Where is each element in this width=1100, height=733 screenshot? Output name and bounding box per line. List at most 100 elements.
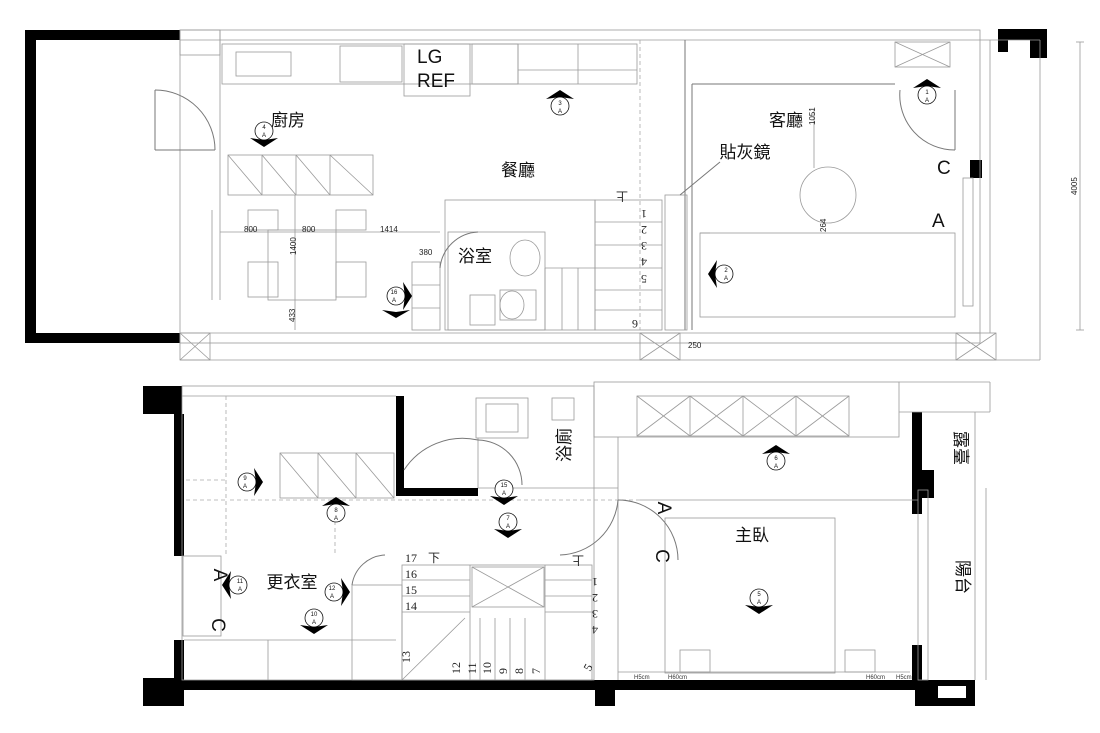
bathroom-label: 浴室 <box>458 247 492 267</box>
svg-text:A: A <box>330 594 334 600</box>
elevation-marker: 6 A <box>762 445 790 471</box>
stair-step: 2 <box>592 591 598 605</box>
svg-text:6: 6 <box>774 456 778 462</box>
svg-text:1: 1 <box>925 90 929 96</box>
section-letter-a: A <box>653 502 674 515</box>
upper-left-wall <box>25 30 180 343</box>
stair-step: 3 <box>592 607 598 621</box>
stair-step: 4 <box>641 255 647 269</box>
upper-right-wall-stub <box>970 160 982 178</box>
dining-label: 餐廳 <box>501 161 535 181</box>
dim-1051: 1051 <box>808 107 817 125</box>
svg-text:4: 4 <box>262 125 266 131</box>
svg-text:A: A <box>392 298 396 304</box>
svg-text:A: A <box>312 620 316 626</box>
svg-text:3: 3 <box>558 101 562 107</box>
stair-step: 15 <box>405 583 417 597</box>
stair-step: 16 <box>405 567 417 581</box>
stair-step: 9 <box>496 668 510 674</box>
elevation-marker: 3 A <box>546 90 574 116</box>
stair-step: 13 <box>399 651 413 663</box>
svg-text:A: A <box>502 491 506 497</box>
svg-text:A: A <box>757 600 761 606</box>
section-letter-a: A <box>209 569 230 582</box>
fridge-label-ref: REF <box>417 71 455 92</box>
svg-text:7: 7 <box>506 516 510 522</box>
svg-text:A: A <box>243 484 247 490</box>
walk-in-closet-label: 更衣室 <box>267 573 318 593</box>
svg-text:10: 10 <box>311 612 318 618</box>
svg-text:12: 12 <box>329 586 336 592</box>
elevation-marker: 8 A <box>322 497 350 523</box>
stair-step: 8 <box>512 668 526 674</box>
stair-step: 7 <box>529 668 543 674</box>
svg-text:A: A <box>774 464 778 470</box>
dim-264: 264 <box>819 218 828 232</box>
svg-text:16: 16 <box>391 290 398 296</box>
svg-text:A: A <box>238 587 242 593</box>
height-note: H5cm <box>634 675 650 681</box>
elevation-marker: 5 A <box>745 588 773 614</box>
stair-up-mark: 上 <box>572 553 584 567</box>
lower-bottom-wall <box>143 678 595 706</box>
stair-step: 4 <box>592 623 598 637</box>
dim-1400: 1400 <box>289 237 298 255</box>
section-letter-c: C <box>207 618 228 632</box>
svg-text:8: 8 <box>334 508 338 514</box>
stair-step: 2 <box>641 223 647 237</box>
dim-433: 433 <box>288 308 297 322</box>
stair-up-mark: 上 <box>616 189 628 203</box>
elevation-marker: 16 A <box>382 282 412 318</box>
bathroom-wall <box>396 396 404 494</box>
kitchen-label: 廚房 <box>271 110 305 131</box>
dim-380: 380 <box>419 248 433 257</box>
stair-step: 14 <box>405 599 417 613</box>
svg-text:A: A <box>558 109 562 115</box>
height-note: H5cm <box>896 675 912 681</box>
dim-800-b: 800 <box>302 225 316 234</box>
svg-text:5: 5 <box>757 592 761 598</box>
dim-4005: 4005 <box>1070 177 1079 195</box>
height-note: H60cm <box>668 675 687 681</box>
svg-text:A: A <box>925 98 929 104</box>
master-bedroom-label: 主臥 <box>735 526 769 546</box>
stair-step: 6 <box>632 317 638 331</box>
lower-right-column <box>915 680 975 706</box>
dim-800-a: 800 <box>244 225 258 234</box>
stair-step: 12 <box>449 662 463 674</box>
elevation-marker: 15 A <box>490 479 518 505</box>
stair-step: 5 <box>641 272 647 286</box>
svg-text:A: A <box>262 133 266 139</box>
upper-right-column <box>998 29 1047 58</box>
terrace-label: 露臺 <box>950 431 970 465</box>
svg-text:15: 15 <box>501 483 508 489</box>
elevation-marker: 12 A <box>324 578 350 606</box>
stair-step: 1 <box>641 207 647 221</box>
elevation-marker: 7 A <box>494 512 522 538</box>
elevation-marker: 4 A <box>250 121 278 147</box>
stair-step: 3 <box>641 239 647 253</box>
mirror-note-label: 貼灰鏡 <box>720 143 771 163</box>
svg-text:11: 11 <box>237 579 244 585</box>
lower-floor-plan: 更衣室 浴廁 主臥 露臺 陽台 A C A C 17 16 15 14 下 上 … <box>143 381 991 706</box>
elevation-marker: 1 A <box>913 79 941 105</box>
stair-step: 10 <box>480 662 494 674</box>
terrace-wall <box>912 412 922 514</box>
stair-down-mark: 下 <box>428 551 440 565</box>
stair-step: 17 <box>405 551 417 565</box>
stair-step: 1 <box>592 575 598 589</box>
balcony-label: 陽台 <box>952 560 972 594</box>
svg-text:A: A <box>506 524 510 530</box>
fridge-label-lg: LG <box>417 47 442 68</box>
svg-text:2: 2 <box>724 268 728 274</box>
dim-1414: 1414 <box>380 225 398 234</box>
stair-step: 11 <box>465 662 479 674</box>
upper-floor-plan: 廚房 餐廳 浴室 客廳 貼灰鏡 LG REF C A 800 800 1 4 1 4 … <box>25 29 1084 361</box>
section-letter-a: A <box>932 211 945 232</box>
living-room-label: 客廳 <box>769 111 803 131</box>
svg-text:A: A <box>724 276 728 282</box>
section-letter-c: C <box>937 158 951 179</box>
dim-250: 250 <box>688 341 702 350</box>
stair-step: 5 <box>580 661 595 673</box>
